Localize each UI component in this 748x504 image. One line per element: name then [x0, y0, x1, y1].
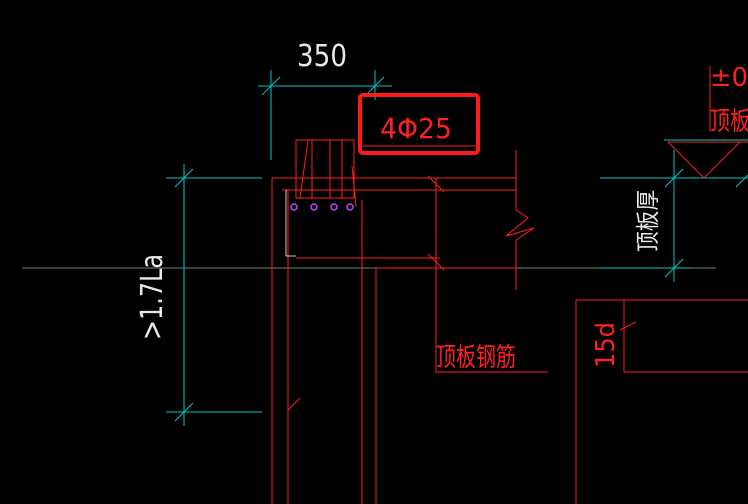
white-hatch: [285, 190, 296, 257]
top-dimension-text: 350: [297, 39, 347, 74]
left-dimension: [166, 164, 262, 426]
highlight-box: [358, 93, 480, 155]
left-dimension-text: >1.7La: [135, 254, 170, 340]
top-dimension: [258, 70, 392, 160]
slab-thickness-text: 顶板厚: [634, 190, 662, 252]
anchor-length-text: 15d: [591, 322, 621, 368]
elevation-top-text: ±0: [710, 63, 748, 93]
slab-rebar-text: 顶板钢筋: [436, 343, 516, 373]
slab-top-text: 顶板: [710, 107, 748, 137]
right-dimension: [600, 139, 748, 282]
elevation-marker: [667, 66, 748, 179]
structure-outline: [271, 139, 748, 504]
rebar-spec-text: 4Φ25: [380, 112, 452, 145]
rebar-dots: [290, 203, 354, 211]
